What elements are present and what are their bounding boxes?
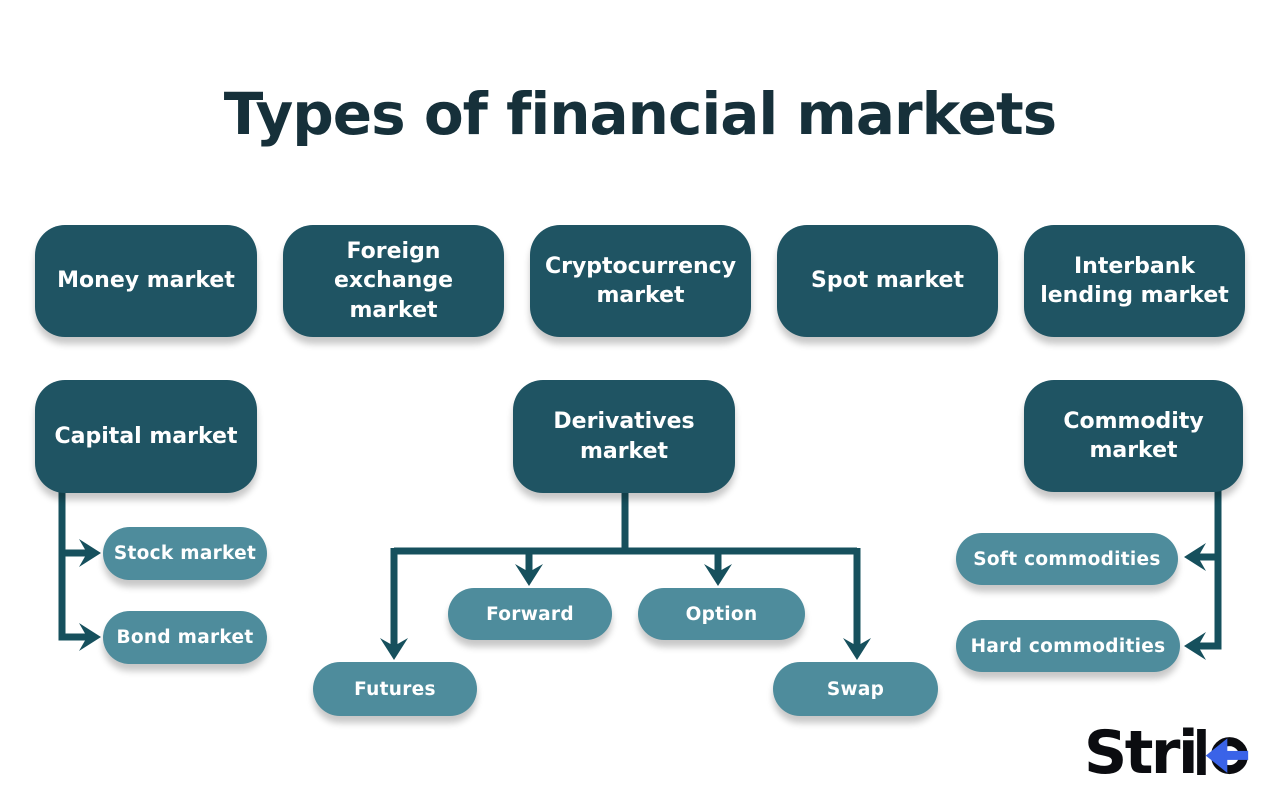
node-derivatives-market: Derivatives market [513, 380, 735, 493]
node-label: Hard commodities [970, 635, 1166, 657]
node-spot-market: Spot market [777, 225, 998, 337]
arrowhead-stock [79, 539, 101, 567]
node-money-market: Money market [35, 225, 257, 337]
node-label: Stock market [113, 543, 257, 564]
node-stock-market: Stock market [103, 527, 267, 580]
arrowhead-swap [843, 638, 871, 660]
logo-ke-arrow-icon [1197, 729, 1249, 775]
logo-text: Stri [1084, 718, 1199, 788]
node-cryptocurrency-market: Cryptocurrency market [530, 225, 751, 337]
node-label: Bond market [116, 627, 254, 648]
node-label: Foreign exchange market [334, 239, 453, 323]
node-option: Option [638, 588, 805, 640]
node-label: Forward [486, 603, 574, 625]
node-label: Cryptocurrency market [544, 253, 737, 308]
node-label: Capital market [54, 423, 238, 449]
node-futures: Futures [313, 662, 477, 716]
node-hard-commodities: Hard commodities [956, 620, 1180, 672]
node-label: Swap [826, 678, 885, 700]
node-label: Derivatives market [553, 409, 695, 464]
node-label: Soft commodities [973, 548, 1161, 570]
node-commodity-market: Commodity market [1024, 380, 1243, 492]
arrowhead-soft [1184, 543, 1206, 571]
node-interbank-lending-market: Interbank lending market [1024, 225, 1245, 337]
node-label: Money market [57, 268, 235, 294]
node-label: Futures [354, 678, 436, 700]
node-label: Option [685, 603, 758, 625]
node-label: Commodity market [1063, 408, 1204, 463]
arrowhead-forward [515, 564, 543, 586]
node-foreign-exchange-market: Foreign exchange market [283, 225, 504, 337]
arrowhead-option [704, 564, 732, 586]
arrowhead-bond [79, 623, 101, 651]
node-capital-market: Capital market [35, 380, 257, 493]
strike-logo: Stri [1084, 718, 1249, 788]
node-label: Spot market [811, 268, 964, 294]
node-bond-market: Bond market [103, 611, 267, 664]
page-title: Types of financial markets [223, 80, 1057, 148]
node-soft-commodities: Soft commodities [956, 533, 1178, 585]
node-forward: Forward [448, 588, 612, 640]
arrowhead-futures [380, 638, 408, 660]
node-label: Interbank lending market [1040, 253, 1229, 308]
arrowhead-hard [1184, 632, 1206, 660]
node-swap: Swap [773, 662, 938, 716]
